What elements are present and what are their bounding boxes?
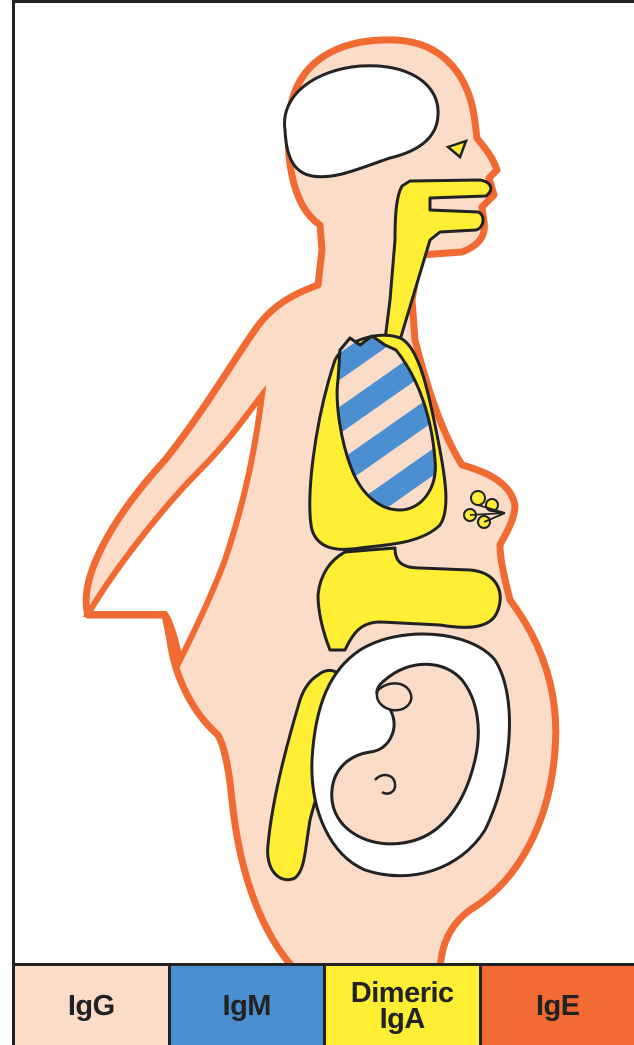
legend-iga: Dimeric IgA [323, 966, 479, 1045]
legend-igg: IgG [12, 966, 168, 1045]
legend-ige: IgE [479, 966, 634, 1045]
fetus-limb [377, 683, 411, 710]
legend-ige-label: IgE [536, 993, 580, 1019]
legend-iga-label-line1: Dimeric [351, 980, 454, 1006]
pregnant-woman-diagram [0, 0, 634, 963]
legend-igm-label: IgM [223, 993, 271, 1019]
legend-bar: IgG IgM Dimeric IgA IgE [12, 963, 634, 1045]
legend-igg-label: IgG [68, 993, 115, 1019]
legend-igm: IgM [168, 966, 324, 1045]
legend-iga-label-line2: IgA [351, 1006, 454, 1032]
